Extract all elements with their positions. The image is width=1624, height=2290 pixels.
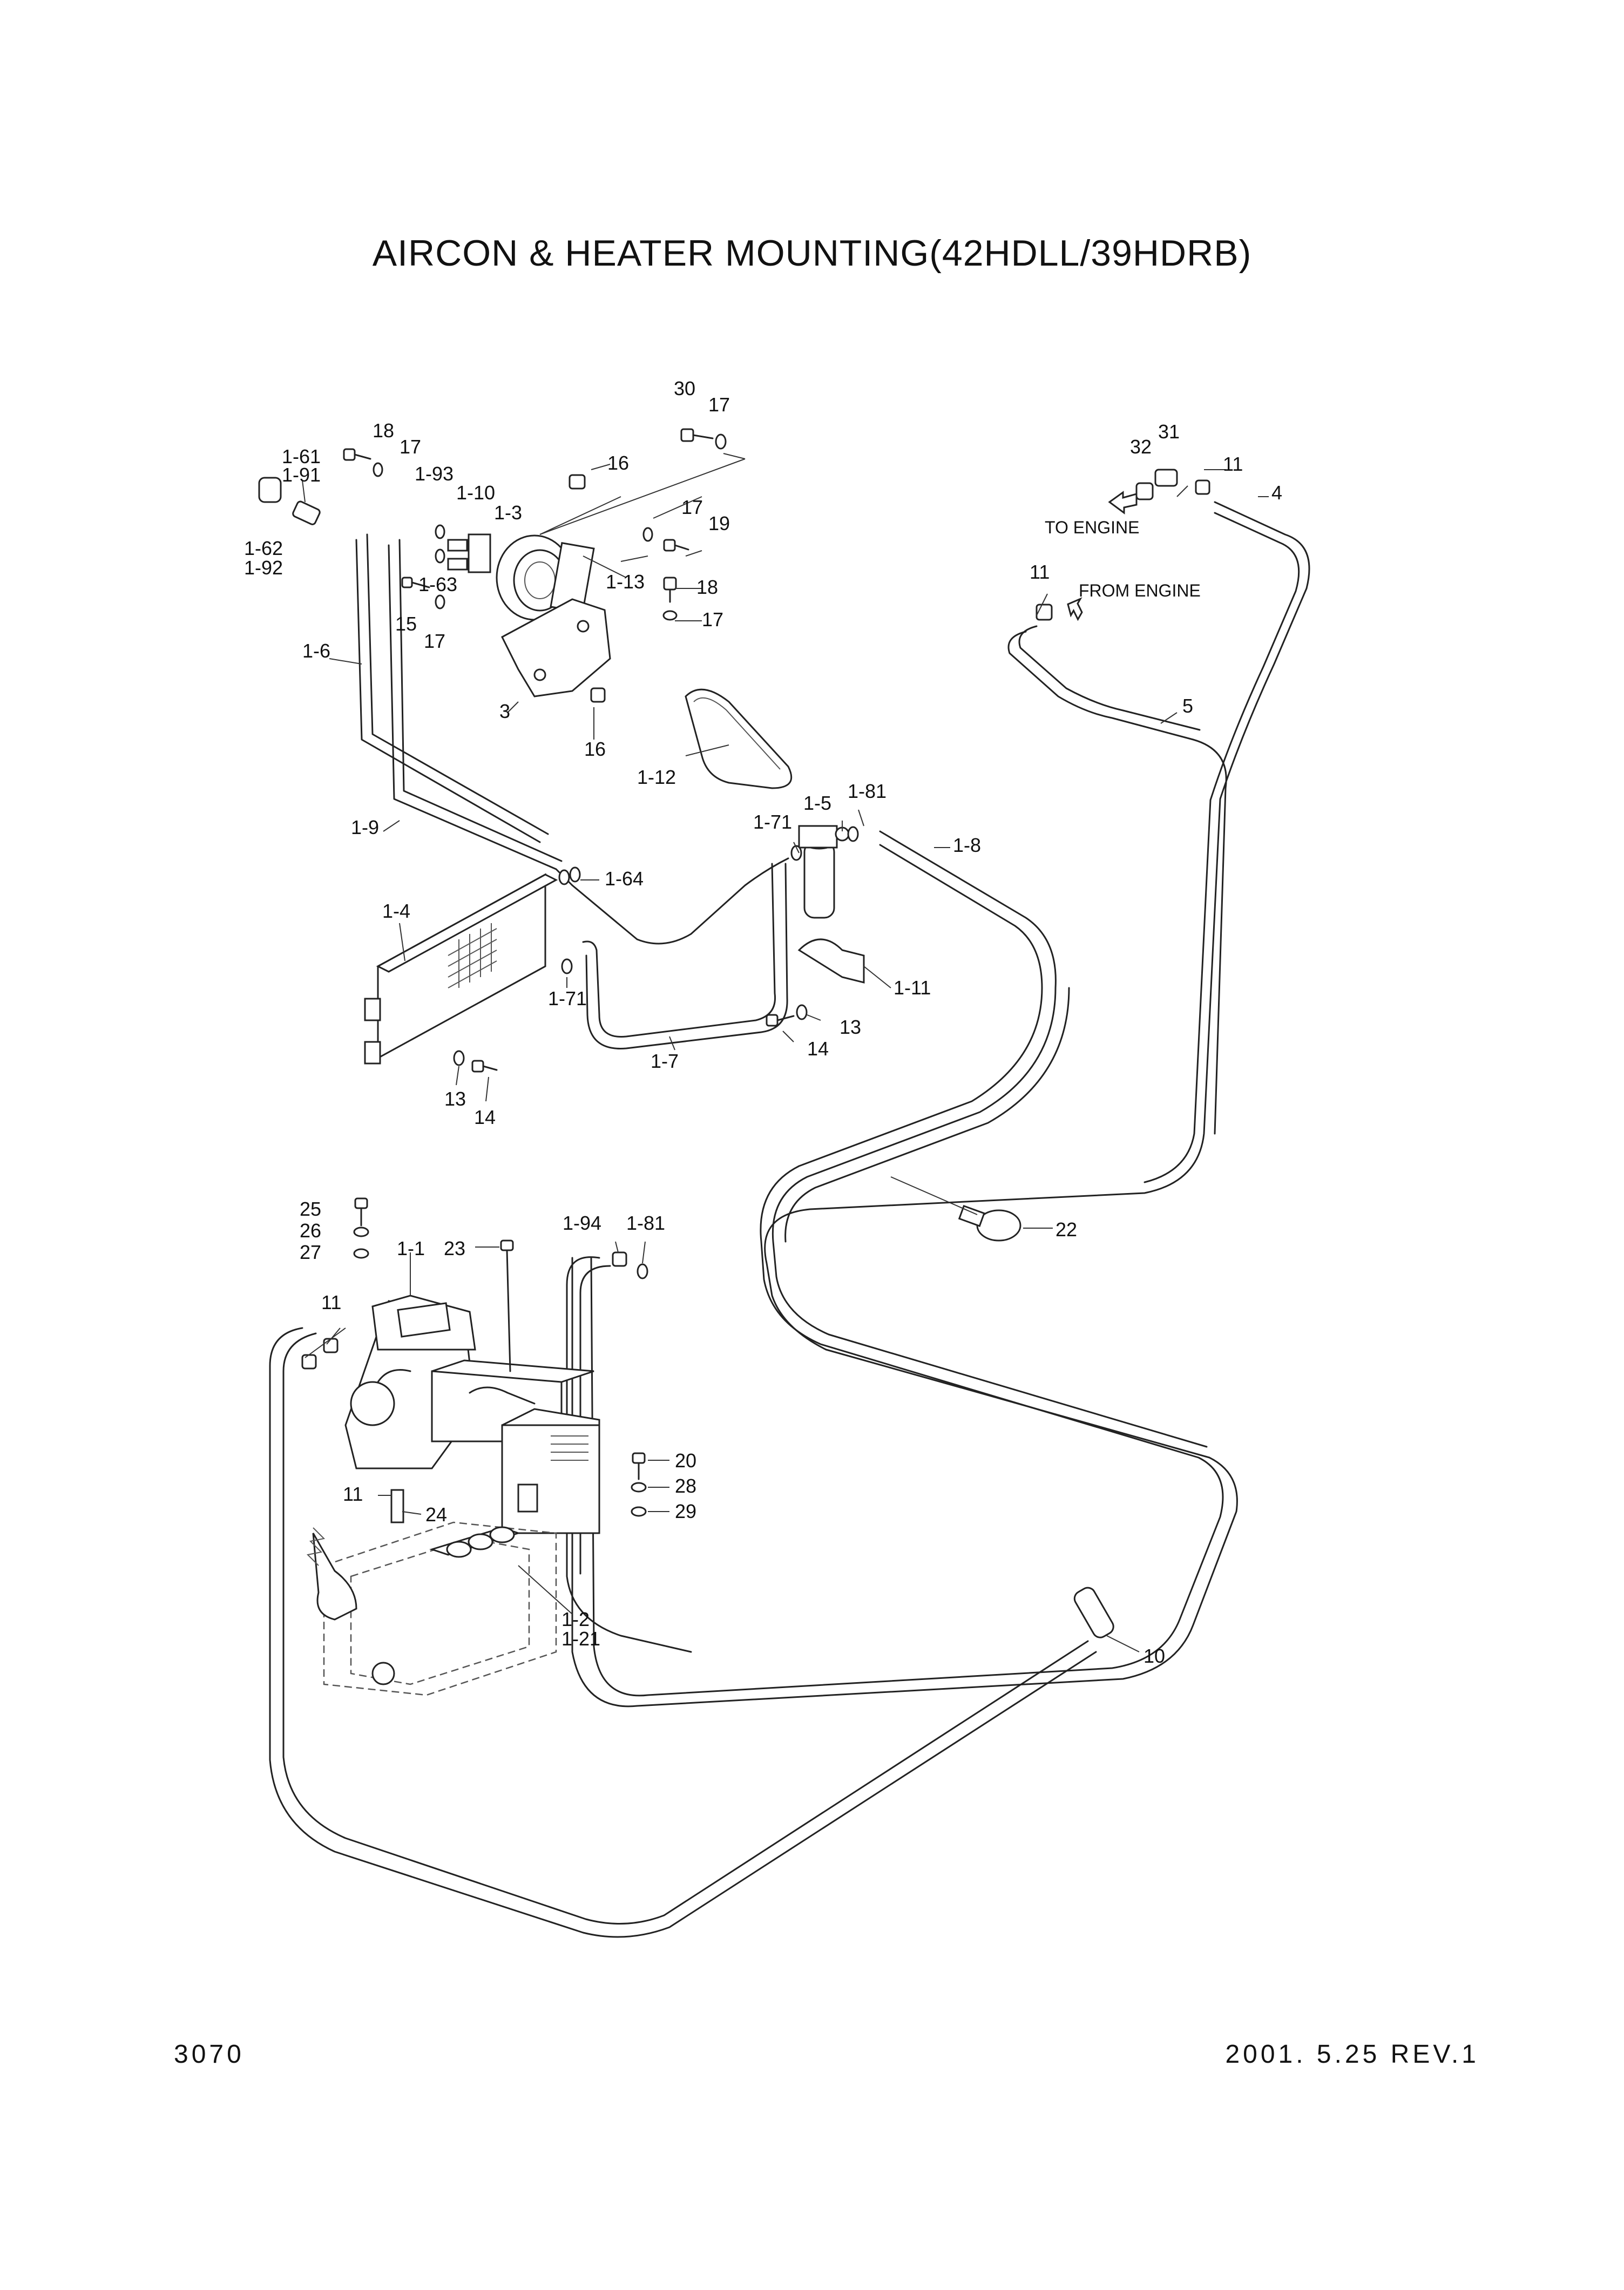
label-5: 5 bbox=[1182, 695, 1193, 717]
bracket-1-11 bbox=[797, 938, 891, 988]
label-20: 20 bbox=[675, 1449, 696, 1472]
label-17: 17 bbox=[424, 630, 445, 652]
label-1-13: 1-13 bbox=[606, 571, 645, 593]
label-14: 14 bbox=[807, 1038, 829, 1060]
label-1-3: 1-3 bbox=[494, 502, 522, 524]
label-4: 4 bbox=[1271, 482, 1282, 504]
pressure-switch bbox=[258, 477, 321, 525]
label-22: 22 bbox=[1055, 1218, 1077, 1241]
fitting-block-1-10 bbox=[447, 533, 491, 573]
label-17: 17 bbox=[708, 394, 730, 416]
label-1-1: 1-1 bbox=[397, 1237, 425, 1259]
label-32: 32 bbox=[1130, 436, 1152, 458]
label-10: 10 bbox=[1143, 1645, 1165, 1667]
label-1-71: 1-71 bbox=[753, 811, 792, 833]
label-28: 28 bbox=[675, 1475, 696, 1497]
label-29: 29 bbox=[675, 1500, 696, 1522]
label-18: 18 bbox=[373, 419, 394, 442]
heater-unit-1-1 bbox=[344, 1295, 600, 1534]
label-14: 14 bbox=[474, 1106, 496, 1128]
label-1-64: 1-64 bbox=[605, 868, 644, 890]
label-1-2: 1-2 bbox=[561, 1608, 590, 1630]
label-1-6: 1-6 bbox=[302, 640, 330, 662]
label-1-94: 1-94 bbox=[563, 1212, 601, 1234]
note-from-engine: FROM ENGINE bbox=[1079, 581, 1201, 600]
label-1-81: 1-81 bbox=[626, 1212, 665, 1234]
label-1-21: 1-21 bbox=[561, 1628, 600, 1650]
label-1-12: 1-12 bbox=[637, 766, 676, 788]
label-15: 15 bbox=[395, 613, 417, 635]
label-23: 23 bbox=[444, 1237, 465, 1259]
label-31: 31 bbox=[1158, 421, 1180, 443]
label-1-92: 1-92 bbox=[244, 557, 283, 579]
label-3: 3 bbox=[499, 700, 510, 722]
label-1-71: 1-71 bbox=[548, 987, 587, 1010]
label-11: 11 bbox=[343, 1483, 363, 1505]
label-1-10: 1-10 bbox=[456, 482, 495, 504]
label-18: 18 bbox=[696, 576, 718, 598]
label-24: 24 bbox=[425, 1503, 447, 1526]
note-to-engine: TO ENGINE bbox=[1045, 518, 1139, 537]
label-13: 13 bbox=[840, 1016, 861, 1038]
water-valve-24 bbox=[390, 1489, 422, 1523]
label-30: 30 bbox=[674, 377, 695, 399]
label-1-61: 1-61 bbox=[282, 445, 321, 468]
label-1-8: 1-8 bbox=[953, 834, 981, 856]
receiver-drier-1-5 bbox=[798, 825, 850, 919]
label-17: 17 bbox=[702, 608, 723, 631]
engine-arrows bbox=[1067, 491, 1138, 621]
label-1-4: 1-4 bbox=[382, 900, 410, 922]
compressor-assembly bbox=[496, 496, 627, 621]
label-1-7: 1-7 bbox=[651, 1050, 679, 1072]
label-19: 19 bbox=[708, 512, 730, 534]
clamp-10 bbox=[1073, 1587, 1140, 1652]
label-1-63: 1-63 bbox=[418, 573, 457, 595]
part-labels: 30 17 18 17 1-61 1-91 1-93 1-10 16 1-3 1… bbox=[244, 377, 1282, 1667]
label-1-91: 1-91 bbox=[282, 464, 321, 486]
label-16: 16 bbox=[607, 452, 629, 474]
bracket-3 bbox=[501, 598, 611, 713]
label-1-93: 1-93 bbox=[415, 463, 454, 485]
label-1-9: 1-9 bbox=[351, 816, 379, 838]
revision-date: 2001. 5.25 REV.1 bbox=[1225, 2040, 1479, 2069]
label-17: 17 bbox=[681, 496, 703, 518]
label-27: 27 bbox=[300, 1241, 321, 1263]
label-11: 11 bbox=[321, 1291, 341, 1313]
label-1-11: 1-11 bbox=[894, 977, 931, 999]
pipe-routes bbox=[269, 501, 1310, 1938]
condenser-1-4 bbox=[364, 873, 558, 1065]
page-title: AIRCON & HEATER MOUNTING(42HDLL/39HDRB) bbox=[372, 233, 1252, 274]
label-1-62: 1-62 bbox=[244, 537, 283, 559]
label-13: 13 bbox=[444, 1088, 466, 1110]
hardware-items bbox=[301, 428, 1210, 1517]
label-17: 17 bbox=[400, 436, 421, 458]
clamp-22 bbox=[890, 1176, 1053, 1242]
label-1-5: 1-5 bbox=[803, 792, 831, 814]
control-panel-1-2 bbox=[306, 1521, 573, 1696]
page-number: 3070 bbox=[174, 2040, 245, 2069]
label-16: 16 bbox=[584, 738, 606, 760]
v-belt-1-12 bbox=[685, 688, 793, 789]
label-11: 11 bbox=[1030, 561, 1050, 583]
label-25: 25 bbox=[300, 1198, 321, 1220]
label-1-81: 1-81 bbox=[848, 780, 887, 802]
label-26: 26 bbox=[300, 1219, 321, 1242]
leader-lines bbox=[304, 453, 1269, 1512]
label-11: 11 bbox=[1223, 453, 1243, 475]
